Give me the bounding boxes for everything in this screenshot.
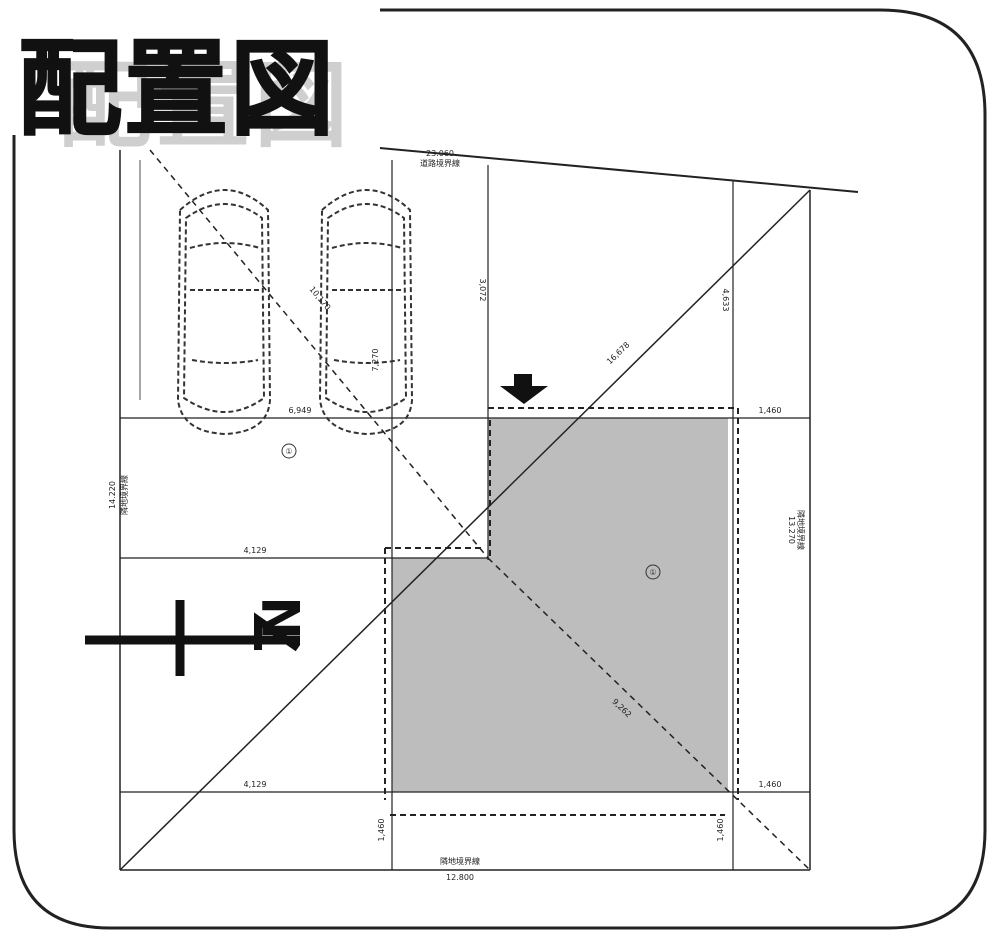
entrance-arrow-icon <box>500 374 548 404</box>
label-bottom-right-small: 1,460 <box>716 819 725 842</box>
label-bottom-length: 12.800 <box>446 873 474 882</box>
road-boundary-line <box>379 147 859 193</box>
label-4129-mid: 4,129 <box>244 546 267 555</box>
building-footprint <box>392 418 728 792</box>
svg-text:①: ① <box>285 447 292 456</box>
label-3072: 3,072 <box>478 279 487 302</box>
frame-border <box>12 8 987 930</box>
north-arrow-n: N <box>253 596 313 640</box>
dimension-lines <box>120 160 810 870</box>
svg-text:①: ① <box>649 568 656 577</box>
car-icon <box>318 189 414 436</box>
marker-parking: ① <box>281 443 297 459</box>
label-1460-lower: 1,460 <box>759 780 782 789</box>
label-right-length: 13.270 <box>787 516 796 544</box>
label-bottom-boundary: 隣地境界線 <box>440 856 480 866</box>
label-left-boundary: 隣地境界線 <box>119 475 129 515</box>
label-4129-low: 4,129 <box>244 780 267 789</box>
label-top-road: 道路境界線 <box>420 158 460 168</box>
diagonal-solid <box>119 189 811 871</box>
site-boundary <box>119 150 811 871</box>
label-1460-upper: 1,460 <box>759 406 782 415</box>
diagonal-dashed <box>149 149 811 871</box>
building-outline-dashed <box>384 407 739 816</box>
title-shadow: 配置図 <box>58 52 353 161</box>
label-right-boundary: 隣地境界線 <box>796 510 806 550</box>
label-top-road-length: 23.060 <box>426 149 454 158</box>
label-4633: 4,633 <box>721 289 730 312</box>
label-left-length: 14.220 <box>108 481 117 509</box>
car-icon <box>176 189 272 436</box>
svg-text:N: N <box>253 596 313 640</box>
label-6949: 6,949 <box>289 406 312 415</box>
title-block: 配置図 配置図 <box>10 0 390 161</box>
north-arrow-4-shape <box>254 612 301 652</box>
label-7270: 7,270 <box>371 349 380 372</box>
marker-building: ① <box>645 564 661 580</box>
north-arrow-icon <box>85 600 300 676</box>
label-bottom-left-small: 1,460 <box>377 819 386 842</box>
label-diagonal-top: 16,678 <box>605 340 631 366</box>
label-diagonal-left: 10,170 <box>307 285 332 312</box>
page-title: 配置図 <box>17 27 337 151</box>
